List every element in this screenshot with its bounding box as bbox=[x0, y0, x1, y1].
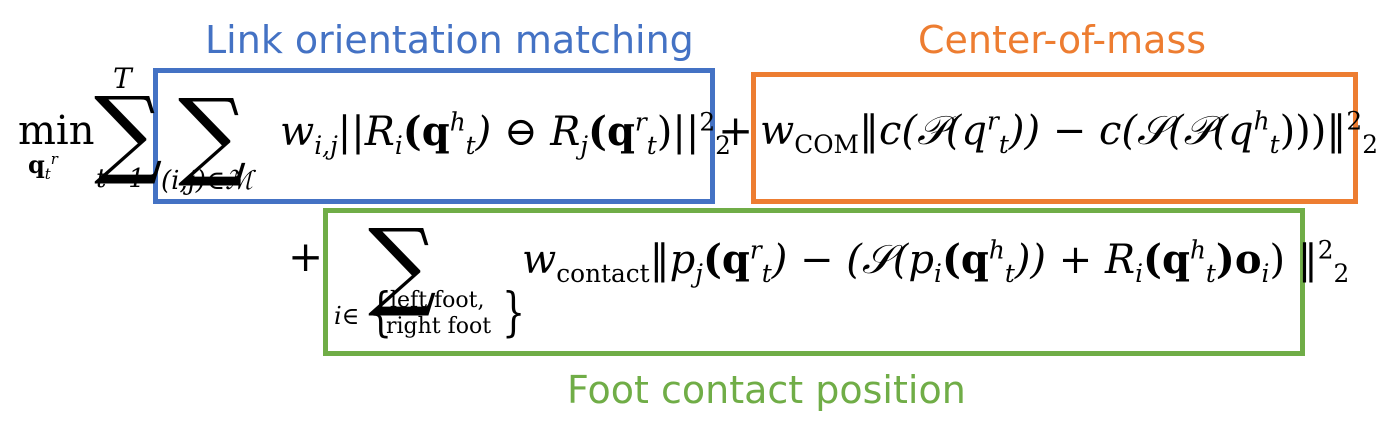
term3-w: w bbox=[522, 237, 557, 283]
outer-sum-symbol: ∑ bbox=[94, 76, 163, 188]
term1-h: h bbox=[449, 107, 466, 137]
term1-w: w bbox=[280, 109, 315, 155]
term1-r: r bbox=[634, 107, 647, 137]
min-word: min bbox=[18, 108, 95, 154]
foot-sum-symbol: ∑ bbox=[368, 208, 437, 320]
term3-a3: (q bbox=[1143, 236, 1190, 283]
foot-sum-set-line2: right foot bbox=[386, 314, 492, 339]
term1-j: j bbox=[580, 131, 589, 160]
term1-expression: wi,j||Ri(qht) ⊖ Rj(qrt)||22 bbox=[280, 107, 731, 158]
term3-oi: i bbox=[1261, 259, 1270, 288]
foot-contact-label: Foot contact position bbox=[567, 368, 966, 412]
term2-t: t bbox=[998, 130, 1009, 159]
term2-close: )))‖ bbox=[1279, 108, 1347, 154]
term3-t: t bbox=[761, 259, 772, 288]
min-sub-r: r bbox=[50, 150, 58, 168]
term2-w: w bbox=[760, 108, 795, 154]
center-of-mass-box bbox=[751, 72, 1358, 204]
term3-h: h bbox=[988, 235, 1005, 265]
plus-1: + bbox=[718, 106, 754, 155]
foot-sum-brace-right: } bbox=[501, 283, 526, 343]
term3-a1: (q bbox=[702, 236, 750, 283]
term3-norm-sup: 2 bbox=[1317, 235, 1334, 265]
term3-j: j bbox=[695, 259, 703, 288]
term2-norm-sub: 2 bbox=[1362, 130, 1378, 159]
foot-sum-set-line1: left foot, bbox=[390, 288, 485, 313]
outer-sum-bottom: t=1 bbox=[96, 164, 145, 194]
plus-2: + bbox=[288, 232, 324, 281]
min-sub-q: q bbox=[28, 150, 45, 179]
inner-sum-symbol: ∑ bbox=[178, 78, 247, 190]
term3-mid: ) − (𝒮(p bbox=[771, 237, 935, 283]
min-sub-t: t bbox=[44, 164, 51, 183]
min-subscript: qtr bbox=[28, 150, 58, 181]
term3-t3: t bbox=[1205, 259, 1216, 288]
term1-t: t bbox=[465, 131, 476, 160]
outer-sum-top: T bbox=[113, 62, 132, 95]
term3-expression: wcontact‖pj(qrt) − (𝒮(pi(qht)) + Ri(qht)… bbox=[522, 235, 1349, 286]
link-orientation-label: Link orientation matching bbox=[205, 18, 694, 62]
term1-body: ||R bbox=[337, 109, 395, 155]
term3-i: i bbox=[934, 259, 942, 288]
foot-sum-brace-left: { bbox=[368, 283, 393, 343]
term1-mid: ) ⊖ R bbox=[475, 109, 581, 155]
term1-w-sub: i,j bbox=[314, 131, 338, 160]
term3-mid2: )) + R bbox=[1014, 237, 1136, 283]
term3-t2: t bbox=[1004, 259, 1015, 288]
min-operator: min bbox=[18, 108, 94, 154]
term1-arg2: (q bbox=[588, 108, 635, 155]
term2-mid: )) − c(𝒮(𝒫(q bbox=[1008, 108, 1254, 154]
term3-close: ) ‖ bbox=[1269, 237, 1318, 283]
term2-norm-sup: 2 bbox=[1346, 106, 1363, 136]
term1-norm-sub: 2 bbox=[715, 131, 731, 160]
term1-norm-sup: 2 bbox=[699, 107, 716, 137]
term3-w-sub: contact bbox=[556, 259, 650, 288]
term3-body: ‖p bbox=[649, 237, 696, 283]
term2-h: h bbox=[1253, 106, 1270, 136]
foot-contact-box bbox=[323, 208, 1305, 356]
term3-r: r bbox=[749, 235, 762, 265]
foot-sum-set-prefix: i∈ bbox=[334, 302, 360, 330]
term2-body: ‖c(𝒫(q bbox=[858, 108, 988, 154]
center-of-mass-label: Center-of-mass bbox=[918, 18, 1207, 62]
term1-t2: t bbox=[646, 131, 657, 160]
term3-norm-sub: 2 bbox=[1333, 259, 1350, 288]
term3-i2: i bbox=[1135, 259, 1144, 288]
term2-w-sub: COM bbox=[794, 130, 859, 159]
term3-h2: h bbox=[1189, 235, 1206, 265]
term1-arg1: (q bbox=[402, 108, 450, 155]
term1-i: i bbox=[394, 131, 403, 160]
link-orientation-box bbox=[153, 68, 715, 204]
term2-expression: wCOM‖c(𝒫(qrt)) − c(𝒮(𝒫(qht)))‖22 bbox=[760, 106, 1378, 157]
term2-r: r bbox=[987, 106, 999, 136]
term2-t2: t bbox=[1269, 130, 1280, 159]
inner-sum-bottom: (i,j)∈ℳ bbox=[161, 166, 253, 196]
term3-o: )o bbox=[1215, 236, 1262, 283]
term1-close: )|| bbox=[656, 109, 700, 155]
term3-a2: (q bbox=[941, 236, 989, 283]
